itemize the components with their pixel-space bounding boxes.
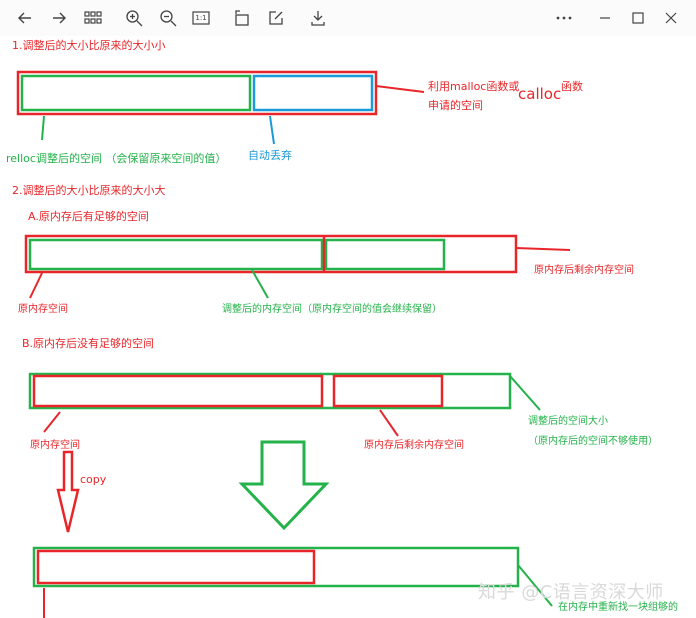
close-icon[interactable] — [658, 6, 684, 30]
total-block-a — [24, 234, 518, 274]
adjusted-size-label-1: 调整后的空间大小 — [528, 416, 608, 427]
adjusted-block-b — [28, 372, 512, 410]
remain-green-a — [324, 238, 446, 271]
orig-b-pointer-line — [43, 411, 61, 433]
save-icon[interactable] — [305, 6, 331, 30]
copy-arrow — [56, 450, 80, 533]
copied-block — [36, 549, 316, 585]
zoom-out-icon[interactable] — [155, 6, 181, 30]
malloc-label-line1: 利用malloc函数或 — [428, 80, 520, 93]
forward-arrow-icon[interactable] — [46, 6, 72, 30]
adjusted-size-label-2: （原内存后的空间不够使用） — [528, 436, 658, 447]
discard-pointer-line — [269, 115, 275, 145]
malloc-block — [16, 70, 378, 116]
case2a-title: A.原内存后有足够的空间 — [28, 210, 149, 223]
maximize-icon[interactable] — [625, 6, 651, 30]
calloc-func-label: 函数 — [561, 80, 583, 93]
rotate-icon[interactable] — [229, 6, 255, 30]
back-arrow-icon[interactable] — [12, 6, 38, 30]
down-arrow — [238, 440, 330, 531]
orig-b-label: 原内存空间 — [30, 440, 80, 451]
zoom-in-icon[interactable] — [121, 6, 147, 30]
discarded-block — [252, 74, 374, 112]
orig-a-label: 原内存空间 — [18, 304, 68, 315]
grid-view-icon[interactable] — [80, 6, 106, 30]
realloc-kept-block — [20, 74, 252, 112]
remain-block-b — [332, 374, 444, 408]
malloc-label-line2: 申请的空间 — [428, 99, 483, 112]
orig-a-pointer-line — [29, 272, 43, 299]
remain-a-pointer-line — [515, 247, 571, 251]
relloc-pointer-line — [41, 115, 45, 141]
actual-size-icon[interactable]: 1:1 — [188, 6, 214, 30]
new-block-pointer-line — [517, 564, 553, 607]
watermark: 知乎 @C语言资深大师 — [478, 582, 664, 603]
adjusted-a-label: 调整后的内存空间（原内存空间的值会继续保留） — [222, 304, 442, 315]
case1-title: 1.调整后的大小比原来的大小小 — [12, 39, 166, 52]
edit-icon[interactable] — [263, 6, 289, 30]
minimize-icon[interactable] — [592, 6, 618, 30]
more-icon[interactable] — [551, 6, 577, 30]
viewer-toolbar: 1:1 — [0, 0, 696, 36]
calloc-label: calloc — [518, 85, 562, 103]
actual-size-label: 1:1 — [195, 14, 207, 22]
adjusted-a-pointer-line — [251, 269, 269, 299]
remain-b-pointer-line — [379, 409, 399, 437]
new-block-label: 在内存中重新找一块组够的 — [558, 602, 678, 613]
adjusted-b-pointer-line — [509, 375, 541, 411]
orig-block-a — [28, 238, 324, 271]
relloc-note: relloc调整后的空间 （会保留原来空间的值） — [6, 152, 227, 165]
orig-block-b — [32, 374, 324, 408]
case2b-title: B.原内存后没有足够的空间 — [22, 337, 155, 350]
remain-a-label: 原内存后剩余内存空间 — [534, 265, 634, 276]
malloc-pointer-line — [375, 85, 425, 93]
auto-discard-label: 自动丢弃 — [248, 149, 292, 162]
case2-title: 2.调整后的大小比原来的大小大 — [12, 184, 166, 197]
remain-b-label: 原内存后剩余内存空间 — [364, 440, 464, 451]
copy-label: copy — [80, 473, 107, 486]
new-block — [32, 546, 520, 588]
